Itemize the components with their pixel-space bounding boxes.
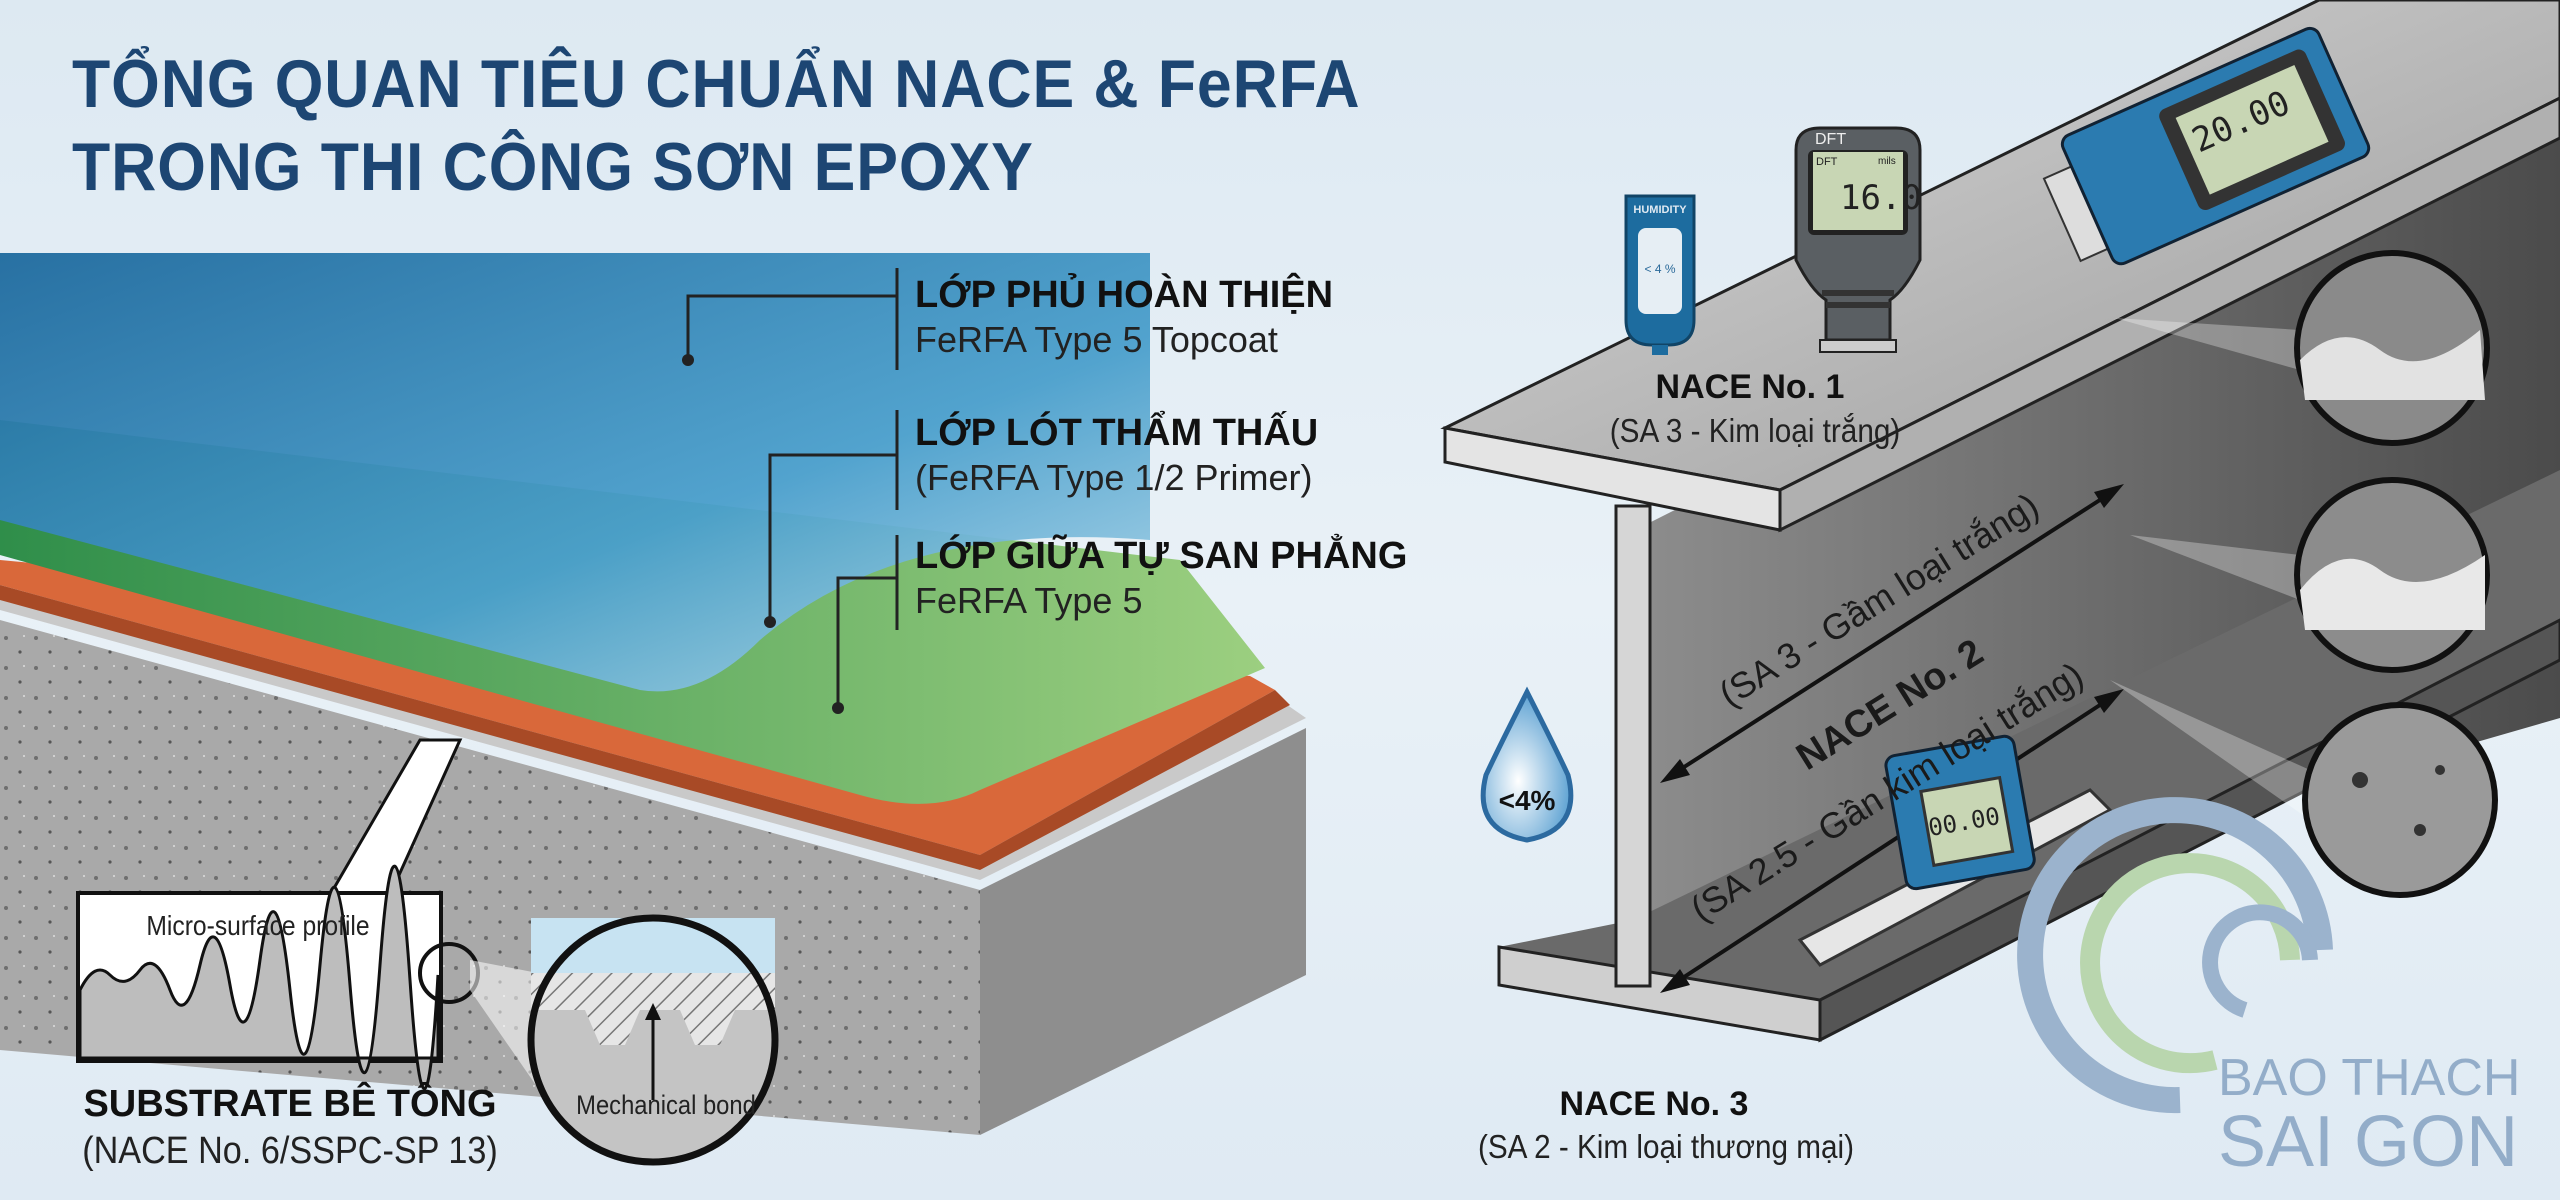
surface-profile-gauge bbox=[2042, 26, 2371, 266]
substrate-heading: SUBSTRATE BÊ TÔNG bbox=[83, 1083, 497, 1125]
topcoat-sub: FeRFA Type 5 Topcoat bbox=[915, 319, 1278, 360]
dft-title: DFT bbox=[1815, 131, 1847, 148]
dft-value: 16.0 bbox=[1840, 178, 1922, 218]
humidity-meter bbox=[1624, 194, 1696, 355]
logo-line1: BAO THACH bbox=[2218, 1049, 2521, 1107]
label-self-leveling: LỚP GIỮA TỰ SAN PHẲNG FeRFA Type 5 bbox=[915, 533, 1407, 623]
nace1-sub: (SA 3 - Kim loại trắng) bbox=[1609, 412, 1901, 449]
moisture-drop-icon bbox=[1480, 686, 1574, 843]
humidity-reading: < 4 % bbox=[1644, 262, 1676, 276]
leader-dot bbox=[832, 702, 844, 714]
company-logo bbox=[2017, 797, 2333, 1114]
dft-gauge bbox=[1794, 126, 1922, 353]
arrowhead bbox=[1660, 969, 1690, 993]
leader-dot bbox=[682, 354, 694, 366]
topcoat-layer bbox=[0, 253, 1150, 692]
arrowhead bbox=[2094, 689, 2124, 713]
topcoat-heading: LỚP PHỦ HOÀN THIỆN bbox=[915, 274, 1334, 316]
micro-surface-callout bbox=[76, 738, 600, 1120]
label-topcoat: LỚP PHỦ HOÀN THIỆN FeRFA Type 5 Topcoat bbox=[915, 272, 1333, 362]
primer-heading: LỚP LÓT THẨM THẤU bbox=[915, 412, 1319, 454]
nace3-sub: (SA 2 - Kim loại thương mại) bbox=[1477, 1128, 1855, 1165]
moisture-value: <4% bbox=[1498, 785, 1556, 816]
micro-surface-label: Micro-surface profile bbox=[146, 910, 370, 941]
label-primer: LỚP LÓT THẨM THẤU (FeRFA Type 1/2 Primer… bbox=[915, 410, 1318, 500]
primer-sub: (FeRFA Type 1/2 Primer) bbox=[915, 457, 1313, 498]
page-title-line2: TRONG THI CÔNG SƠN EPOXY bbox=[72, 129, 1034, 205]
leader-lines bbox=[686, 268, 899, 708]
nace1-heading: NACE No. 1 bbox=[1655, 368, 1845, 406]
mechanical-bond-label: Mechanical bond bbox=[576, 1090, 756, 1120]
depth-gauge bbox=[1797, 734, 2113, 967]
surface-magnifiers bbox=[2110, 250, 2498, 898]
self-leveling-heading: LỚP GIỮA TỰ SAN PHẲNG bbox=[915, 535, 1408, 577]
arrowhead bbox=[2094, 484, 2124, 508]
logo-line2: SAI GON bbox=[2218, 1102, 2519, 1182]
mechanical-bond-magnifier bbox=[527, 914, 779, 1166]
arrowhead bbox=[1660, 759, 1690, 783]
leader-dot bbox=[764, 616, 776, 628]
nace2-range-arrows bbox=[1679, 496, 2105, 981]
dft-unit: mils bbox=[1878, 156, 1896, 167]
dft-screen-label: DFT bbox=[1816, 156, 1838, 168]
nace3-heading: NACE No. 3 bbox=[1559, 1085, 1749, 1123]
self-leveling-sub: FeRFA Type 5 bbox=[915, 580, 1143, 621]
page-title-line1: TỔNG QUAN TIÊU CHUẨN NACE & FeRFA bbox=[72, 46, 1361, 122]
substrate-sub: (NACE No. 6/SSPC-SP 13) bbox=[82, 1130, 498, 1172]
humidity-label: HUMIDITY bbox=[1633, 204, 1687, 216]
